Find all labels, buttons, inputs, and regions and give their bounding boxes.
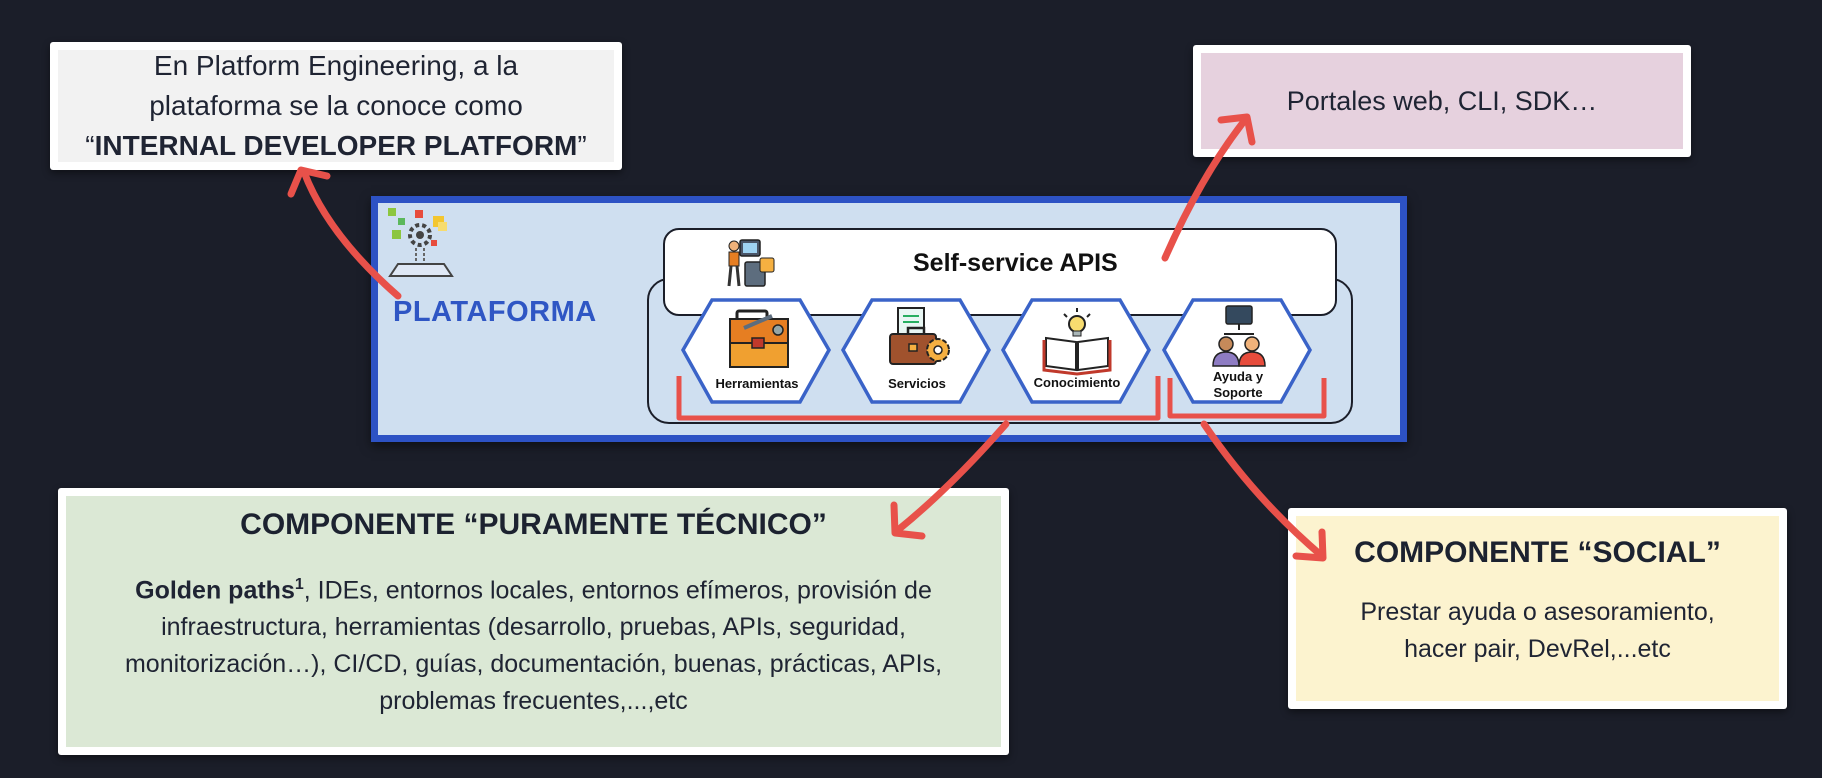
- arrow-to-social-card: [1200, 420, 1327, 562]
- toolbox-icon: [729, 309, 789, 368]
- social-component-title: COMPONENTE “SOCIAL”: [1354, 536, 1721, 569]
- portals-note-content: Portales web, CLI, SDK…: [1201, 53, 1683, 149]
- social-component-card: COMPONENTE “SOCIAL” Prestar ayuda o ases…: [1288, 508, 1787, 709]
- book-lightbulb-icon: [1042, 308, 1112, 376]
- technical-component-body: Golden paths1, IDEs, entornos locales, e…: [84, 566, 984, 720]
- arrow-to-portals-note: [1161, 113, 1256, 262]
- portals-note-card: Portales web, CLI, SDK…: [1193, 45, 1691, 157]
- component-label-ayuda-line-1: Ayuda y: [1212, 369, 1264, 384]
- technical-body-line-4: problemas frecuentes,...,etc: [379, 687, 688, 716]
- footnote-marker: 1: [294, 576, 304, 593]
- social-component-body: Prestar ayuda o asesoramiento, hacer pai…: [1308, 594, 1768, 668]
- component-label-ayuda-line-2: Soporte: [1213, 385, 1263, 400]
- component-label-ayuda-soporte: Ayuda y Soporte: [1183, 369, 1293, 401]
- platform-gear-icon: [388, 208, 454, 277]
- portals-note-text: Portales web, CLI, SDK…: [1286, 85, 1598, 116]
- technical-body-line-2: infraestructura, herramientas (desarroll…: [161, 613, 906, 642]
- idp-note-line-3: “INTERNAL DEVELOPER PLATFORM”: [85, 126, 586, 166]
- social-component-content: COMPONENTE “SOCIAL” Prestar ayuda o ases…: [1296, 516, 1779, 701]
- technical-component-content: COMPONENTE “PURAMENTE TÉCNICO” Golden pa…: [66, 496, 1001, 747]
- social-group-bracket: [1167, 378, 1327, 419]
- golden-paths-label: Golden paths: [135, 576, 295, 605]
- technical-body-line-1: Golden paths1, IDEs, entornos locales, e…: [84, 566, 984, 609]
- technical-component-title: COMPONENTE “PURAMENTE TÉCNICO”: [240, 508, 827, 541]
- idp-note-line-2: plataforma se la conoce como: [149, 90, 523, 121]
- social-body-line-1: Prestar ayuda o asesoramiento,: [1360, 598, 1715, 626]
- idp-note-card: En Platform Engineering, a la plataforma…: [50, 42, 622, 170]
- technical-group-bracket: [676, 376, 1161, 421]
- idp-name-emphasis: INTERNAL DEVELOPER PLATFORM: [94, 130, 578, 161]
- technical-body-line-1-rest: , IDEs, entornos locales, entornos efíme…: [303, 576, 932, 605]
- component-label-herramientas: Herramientas: [715, 376, 799, 391]
- quote-close: ”: [577, 130, 587, 161]
- component-label-servicios: Servicios: [888, 376, 946, 391]
- hexagon-ayuda-soporte: [1161, 298, 1313, 404]
- technical-body-line-3: monitorización…), CI/CD, guías, document…: [124, 650, 943, 679]
- platform-title: PLATAFORMA: [393, 296, 597, 328]
- component-label-conocimiento: Conocimiento: [1033, 375, 1121, 390]
- support-team-icon: [1212, 305, 1266, 367]
- idp-note-line-1: En Platform Engineering, a la: [153, 50, 519, 81]
- idp-note-content: En Platform Engineering, a la plataforma…: [58, 50, 614, 162]
- quote-open: “: [85, 130, 95, 161]
- arrow-to-idp-note: [287, 166, 402, 300]
- technical-component-card: COMPONENTE “PURAMENTE TÉCNICO” Golden pa…: [58, 488, 1009, 755]
- social-body-line-2: hacer pair, DevRel,...etc: [1404, 635, 1671, 663]
- developer-laptop-icon: [727, 239, 775, 287]
- arrow-to-technical-card: [890, 420, 1010, 540]
- self-service-apis-label: Self-service APIS: [913, 249, 1118, 277]
- briefcase-gear-icon: [889, 307, 950, 365]
